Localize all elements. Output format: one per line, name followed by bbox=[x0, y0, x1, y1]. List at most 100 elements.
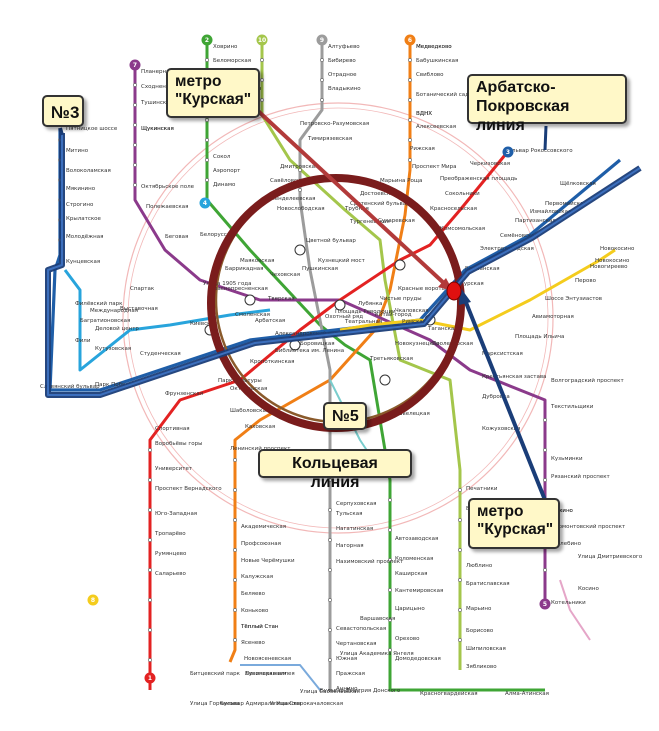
station-label-s108: Бауманская bbox=[465, 266, 500, 272]
station-label-s131: Университет bbox=[155, 466, 193, 472]
station-label-s69: Пражская bbox=[336, 671, 365, 677]
station-label-s159: Чкаловская bbox=[395, 308, 429, 314]
station-label-s29: Алексеевская bbox=[416, 124, 456, 130]
station-label-s58: Чеховская bbox=[270, 272, 300, 278]
station-dot bbox=[233, 578, 237, 582]
line-lightgreen-10 bbox=[260, 45, 462, 670]
line-green-2 bbox=[205, 45, 545, 692]
line-orange-6 bbox=[228, 45, 412, 663]
station-dot bbox=[148, 478, 152, 482]
station-dot bbox=[233, 548, 237, 552]
station-dot bbox=[408, 58, 412, 62]
station-labels: ХовриноБеломорскаяРечной вокзалВодный ст… bbox=[40, 44, 643, 707]
line-badge-text-l9: 9 bbox=[320, 37, 324, 44]
station-label-s65: Нахимовский проспект bbox=[336, 558, 404, 565]
station-label-s38: Ленинский проспект bbox=[230, 445, 291, 452]
station-label-s154: Зябликово bbox=[466, 664, 497, 670]
station-label-s89: Выхино bbox=[551, 508, 574, 514]
station-dot bbox=[260, 58, 264, 62]
station-label-s55: Савёловская bbox=[270, 178, 307, 184]
station-dot bbox=[233, 458, 237, 462]
station-label-s163: Выставочная bbox=[120, 306, 158, 312]
station-label-s18: Кантемировская bbox=[395, 588, 443, 594]
callout-arbatsko-pointer bbox=[543, 125, 548, 151]
line-badge-l3 bbox=[502, 146, 514, 158]
station-dot bbox=[148, 628, 152, 632]
station-label-s08: Динамо bbox=[213, 182, 236, 188]
station-label-s141: Авиамоторная bbox=[532, 314, 574, 320]
station-label-s32: Сухаревская bbox=[378, 218, 415, 224]
line-badge-l7 bbox=[129, 59, 141, 71]
line-blue-3 bbox=[48, 130, 622, 392]
station-label-s135: Румянцево bbox=[155, 551, 187, 557]
station-dot bbox=[388, 498, 392, 502]
line-badge-text-l8: 8 bbox=[91, 597, 95, 604]
station-label-s51: Владыкино bbox=[328, 86, 361, 92]
transfer-hub bbox=[379, 374, 391, 386]
station-label-s21: Домодедовская bbox=[395, 656, 441, 662]
station-label-s09: Белорусская bbox=[200, 232, 237, 238]
station-dot bbox=[388, 558, 392, 562]
station-label-s97: Строгино bbox=[66, 202, 94, 208]
station-label-s113: Первомайская bbox=[545, 200, 587, 207]
station-label-s22: Красногвардейская bbox=[420, 690, 478, 697]
station-dot bbox=[328, 658, 332, 662]
station-label-s178: Улица Старокачаловская bbox=[270, 701, 343, 707]
station-label-s184: Улица Академика Янгеля bbox=[340, 651, 414, 657]
station-dot bbox=[133, 123, 137, 127]
station-label-s122: Чистые пруды bbox=[380, 296, 422, 302]
station-dot bbox=[388, 588, 392, 592]
station-label-s183: ВДНХ bbox=[416, 111, 432, 117]
station-dot bbox=[458, 638, 462, 642]
station-label-s125: Библиотека им. Ленина bbox=[275, 348, 344, 354]
line-badge-text-l10: 10 bbox=[258, 37, 266, 44]
station-label-s133: Юго-Западная bbox=[155, 511, 197, 517]
station-label-s153: Шипиловская bbox=[466, 646, 506, 652]
station-label-s34: Китай-город bbox=[375, 311, 412, 318]
station-label-s46: Ясенево bbox=[241, 640, 265, 646]
station-dot bbox=[388, 648, 392, 652]
line-badge-text-l7: 7 bbox=[133, 62, 137, 69]
station-label-s67: Чертановская bbox=[336, 641, 376, 647]
station-label-s150: Братиславская bbox=[466, 581, 510, 587]
station-label-s57: Цветной бульвар bbox=[306, 237, 356, 244]
station-label-s136: Саларьево bbox=[155, 571, 186, 577]
station-dot bbox=[260, 78, 264, 82]
station-label-s160: Римская bbox=[402, 319, 426, 325]
station-label-s107: Курская bbox=[460, 281, 484, 287]
station-label-s41: Новые Черёмушки bbox=[241, 558, 295, 564]
station-label-s161: Новослободская bbox=[277, 206, 325, 212]
station-label-s16: Коломенская bbox=[395, 556, 433, 562]
station-label-s12: Театральная bbox=[344, 319, 382, 325]
arbatsko-highlight-band-inner bbox=[47, 133, 641, 396]
station-label-s114: Щёлковская bbox=[560, 181, 596, 187]
arrow-kurskaya-bottom-shaft bbox=[463, 299, 547, 501]
station-label-s91: Жулебино bbox=[551, 541, 582, 547]
station-label-s119: Красносельская bbox=[430, 206, 477, 212]
station-label-s26: Свиблово bbox=[416, 72, 444, 78]
station-dot bbox=[458, 608, 462, 612]
line-badge-l6 bbox=[404, 34, 416, 46]
station-label-s182: Новокосино bbox=[595, 258, 630, 264]
station-label-s14: Павелецкая bbox=[395, 411, 430, 417]
station-dot bbox=[408, 158, 412, 162]
station-dot bbox=[148, 598, 152, 602]
callout-arbatsko-pokrovskaya: Арбатско-Покровская линия bbox=[467, 74, 627, 134]
station-label-s43: Беляево bbox=[241, 591, 266, 597]
station-label-s117: Преображенская площадь bbox=[440, 176, 517, 182]
station-dot bbox=[408, 98, 412, 102]
station-label-s171: Александровский сад bbox=[275, 330, 339, 337]
station-dot bbox=[408, 138, 412, 142]
station-label-s61: Серпуховская bbox=[336, 501, 376, 507]
callout-koltsevaya: Кольцевая линия bbox=[258, 449, 412, 491]
station-dot bbox=[320, 98, 324, 102]
station-dot bbox=[328, 478, 332, 482]
station-label-s44: Коньково bbox=[241, 608, 269, 614]
station-label-s162: Краснопресненская bbox=[210, 286, 268, 292]
station-label-s37: Шаболовская bbox=[230, 408, 269, 414]
line-badge-l8 bbox=[87, 594, 99, 606]
station-label-s123: Лубянка bbox=[358, 301, 382, 307]
station-label-s134: Тропарёво bbox=[154, 531, 186, 537]
station-label-s86: Текстильщики bbox=[550, 404, 594, 410]
